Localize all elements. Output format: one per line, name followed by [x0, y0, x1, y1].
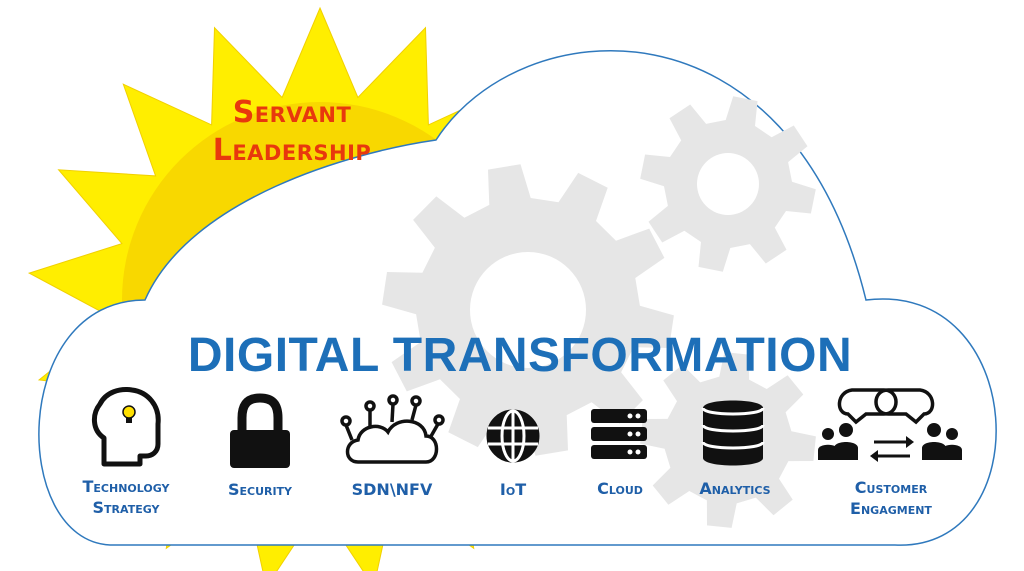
label-cloud: Cloud — [574, 478, 666, 499]
label-line: Customer — [854, 478, 928, 497]
main-title: DIGITAL TRANSFORMATION — [187, 329, 853, 382]
label-security: Security — [205, 479, 315, 500]
label-line: Technology — [82, 477, 170, 496]
label-line: SDN\NFV — [351, 480, 433, 499]
network-cloud-icon — [340, 394, 445, 464]
people-exchange-icon — [818, 388, 962, 462]
label-analytics: Analytics — [678, 478, 792, 499]
server-rack-icon — [591, 409, 647, 459]
database-icon — [701, 400, 765, 466]
label-line: Analytics — [699, 479, 771, 498]
label-line: Security — [227, 480, 293, 499]
gear-icon-large — [382, 164, 674, 456]
globe-icon — [486, 409, 540, 463]
label-technology-strategy: Technology Strategy — [58, 476, 194, 518]
head-lightbulb-icon — [92, 387, 161, 467]
sun-title-line1: Servant — [232, 95, 352, 130]
padlock-icon — [230, 393, 290, 468]
label-line: Strategy — [92, 498, 160, 517]
label-line: IoT — [499, 480, 527, 499]
sun-title-line2: Leadership — [212, 133, 372, 168]
label-line: Engagment — [850, 499, 932, 518]
label-iot: IoT — [473, 479, 553, 500]
label-customer-engagement: Customer Engagment — [826, 477, 956, 519]
label-sdn-nfv: SDN\NFV — [332, 479, 452, 500]
gear-icon-small — [640, 96, 816, 272]
label-line: Cloud — [597, 479, 643, 498]
